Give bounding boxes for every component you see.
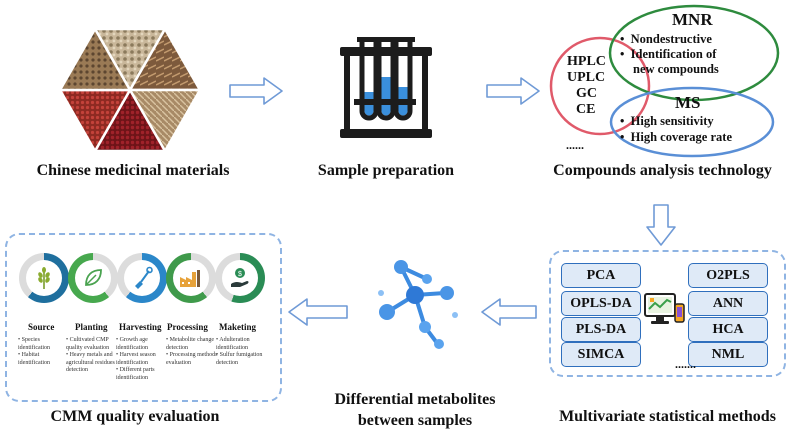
stage-label-maketing: Maketing — [219, 322, 256, 332]
wheat-icon — [38, 267, 50, 289]
caption-differential-line2: between samples — [357, 412, 473, 429]
method-pca: PCA — [561, 263, 641, 288]
chrom-item-1: HPLC — [567, 54, 606, 69]
leaf-icon — [85, 269, 102, 286]
flow-arrow-right-2 — [486, 77, 540, 105]
test-tube-rack-icon — [340, 37, 432, 138]
method-nml: NML — [688, 342, 768, 367]
mnr-point-2: • Identification of — [620, 47, 717, 61]
stage-label-source: Source — [28, 322, 55, 332]
chromatography-circle — [549, 36, 651, 136]
caption-compounds-analysis: Compounds analysis technology — [553, 162, 772, 179]
method-simca: SIMCA — [561, 342, 641, 367]
hexagon-slices — [60, 26, 200, 154]
chrom-item-4: CE — [576, 102, 596, 117]
mnr-point-3: new compounds — [633, 62, 719, 76]
flow-arrow-left-1 — [481, 298, 537, 326]
stage-notes-maketing: • Adulteration identification• Sulfur fu… — [216, 337, 263, 366]
caption-multivariate-methods: Multivariate statistical methods — [559, 408, 776, 425]
chrom-item-3: GC — [576, 86, 597, 101]
network-metabolites-icon — [378, 260, 458, 349]
stage-label-processing: Processing — [167, 322, 208, 332]
chrom-item-2: UPLC — [567, 70, 606, 85]
stage-notes-source: • Species identification• Habitat identi… — [18, 337, 50, 366]
ms-ellipse — [609, 86, 775, 158]
caption-cmm-quality-evaluation: CMM quality evaluation — [50, 408, 220, 425]
stage-notes-planting: • Cultivated CMP quality evaluation• Hea… — [66, 337, 115, 373]
method-pls-da: PLS-DA — [561, 317, 641, 342]
caption-differential-line1: Differential metabolites — [334, 391, 496, 408]
stage-notes-harvesting: • Growth age identification• Harvest sea… — [116, 337, 156, 381]
svg-text:$: $ — [238, 271, 242, 278]
ms-title: MS — [675, 93, 701, 112]
method-ann: ANN — [688, 291, 768, 316]
flow-arrow-down — [646, 204, 676, 246]
computer-analytics-icon — [644, 293, 685, 324]
venn-ellipsis: ...... — [566, 138, 584, 152]
method-opls-da: OPLS-DA — [561, 291, 641, 316]
medicinal-materials-hexagon — [60, 26, 200, 154]
mnr-point-1: • Nondestructive — [620, 32, 712, 46]
factory-icon — [180, 270, 200, 287]
ring-processing — [166, 253, 216, 303]
mnr-title: MNR — [672, 10, 713, 29]
flow-arrow-left-2 — [288, 298, 348, 326]
ring-harvesting — [117, 253, 167, 303]
shovel-icon — [135, 266, 153, 289]
method-hca: HCA — [688, 317, 768, 342]
mnr-ellipse — [608, 4, 780, 102]
flow-arrow-right-1 — [229, 77, 283, 105]
caption-chinese-medicinal-materials: Chinese medicinal materials — [36, 162, 230, 179]
ms-point-2: • High coverage rate — [620, 130, 732, 144]
stage-label-harvesting: Harvesting — [119, 322, 162, 332]
stage-notes-processing: • Metabolite change detection• Processin… — [166, 337, 218, 366]
hand-coin-icon: $ — [231, 268, 249, 287]
stage-label-planting: Planting — [75, 322, 108, 332]
ring-source — [19, 253, 69, 303]
compounds-venn-diagram — [549, 4, 780, 158]
ms-point-1: • High sensitivity — [620, 114, 714, 128]
method-o2pls: O2PLS — [688, 263, 768, 288]
caption-sample-preparation: Sample preparation — [317, 162, 455, 179]
methods-ellipsis: ....... — [675, 357, 696, 371]
